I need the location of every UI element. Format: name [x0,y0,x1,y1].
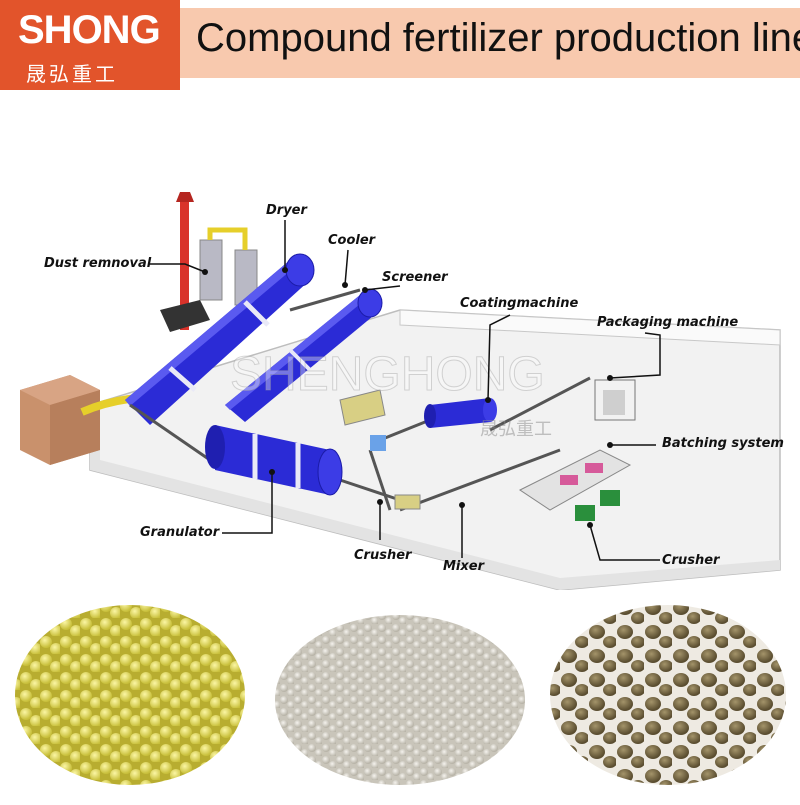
label-dryer: Dryer [266,203,307,218]
logo-subtext: 晟弘重工 [26,62,118,86]
mixer-unit [394,494,421,510]
sample-yellow-granules [15,605,245,785]
title-band [180,8,800,78]
label-batching-system: Batching system [662,436,784,451]
conveyors [129,288,591,512]
label-crusher-left: Crusher [354,548,412,563]
label-packaging-machine: Packaging machine [597,315,739,330]
cooler-drum [225,288,383,422]
dust-removal-unit [160,227,258,332]
packaging-unit [594,379,636,421]
label-crusher-right: Crusher [662,553,720,568]
label-coating-machine: Coatingmachine [460,296,579,311]
screener [339,389,386,451]
logo: SHONG 晟弘重工 [0,0,180,90]
production-line-illustration: SHENGHONG 晟弘重工 [20,192,781,591]
sample-brown-granules [550,605,786,785]
watermark-cn: 晟弘重工 [480,419,552,440]
header: SHONG 晟弘重工 Compound fertilizer productio… [0,0,800,90]
batching-system [519,449,632,521]
label-granulator: Granulator [140,525,220,540]
dryer-drum [125,253,315,425]
sample-white-granules [275,615,525,785]
brick-block [20,375,100,465]
coating-machine [424,398,497,428]
logo-text: SHONG [18,8,161,52]
label-dust-removal: Dust remnoval [44,256,152,271]
production-line-diagram: SHENGHONG 晟弘重工 [0,150,800,591]
fertilizer-samples [0,600,800,800]
label-screener: Screener [382,270,448,285]
label-mixer: Mixer [443,559,485,574]
watermark: SHENGHONG [230,348,545,401]
chimney [176,192,194,330]
leader-dots [202,267,613,528]
leader-lines [148,220,661,561]
samples-svg [15,605,786,785]
label-cooler: Cooler [328,233,376,248]
page-title: Compound fertilizer production line [196,16,800,60]
granulator-drum [205,425,343,496]
